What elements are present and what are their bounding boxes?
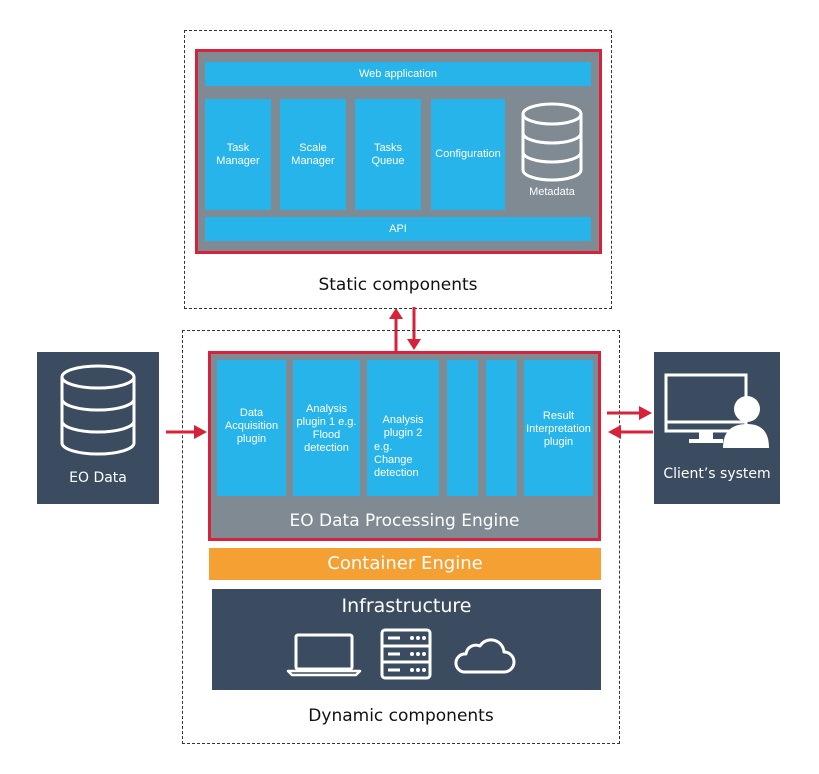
- analysis-plugin-2: Analysis plugin 2 e.g. Change detection: [367, 360, 439, 496]
- data-acquisition-plugin: Data Acquisition plugin: [217, 360, 286, 496]
- database-icon: [58, 363, 138, 459]
- empty-plugin-slot-1: [447, 360, 478, 496]
- cloud-icon: [452, 636, 516, 676]
- server-icon: [380, 628, 432, 680]
- client-system-label: Client’s system: [663, 466, 771, 482]
- monitor-user-icon: [663, 372, 769, 448]
- eo-processing-engine-label: EO Data Processing Engine: [289, 511, 520, 531]
- dynamic-components-region: [182, 330, 620, 744]
- infrastructure-panel: [212, 589, 601, 690]
- result-interpretation-plugin: Result Interpretation plugin: [524, 360, 593, 496]
- web-application-bar: Web application: [205, 62, 591, 86]
- eo-data-label: EO Data: [69, 470, 127, 486]
- analysis-plugin-2-detail: e.g. Change detection: [374, 441, 419, 479]
- api-bar: API: [205, 217, 591, 241]
- empty-plugin-slot-2: [486, 360, 517, 496]
- tasks-queue-module: Tasks Queue: [355, 99, 421, 210]
- task-manager-module: Task Manager: [205, 99, 271, 210]
- dynamic-components-label: Dynamic components: [308, 706, 494, 726]
- laptop-icon: [286, 633, 362, 677]
- scale-manager-module: Scale Manager: [280, 99, 346, 210]
- bidirectional-arrow-horizontal: [607, 404, 653, 440]
- database-icon: [519, 101, 585, 185]
- static-components-label: Static components: [318, 275, 478, 295]
- configuration-module: Configuration: [431, 99, 505, 210]
- eo-data-box: [37, 352, 159, 504]
- metadata-label: Metadata: [529, 186, 575, 198]
- bidirectional-arrow-vertical: [386, 307, 426, 351]
- analysis-plugin-1: Analysis plugin 1 e.g. Flood detection: [293, 360, 360, 496]
- static-components-region: [184, 30, 612, 309]
- infrastructure-label: Infrastructure: [341, 595, 472, 617]
- analysis-plugin-2-title: Analysis plugin 2: [382, 414, 424, 439]
- arrow-icon: [166, 425, 208, 439]
- container-engine-bar: Container Engine: [209, 548, 601, 580]
